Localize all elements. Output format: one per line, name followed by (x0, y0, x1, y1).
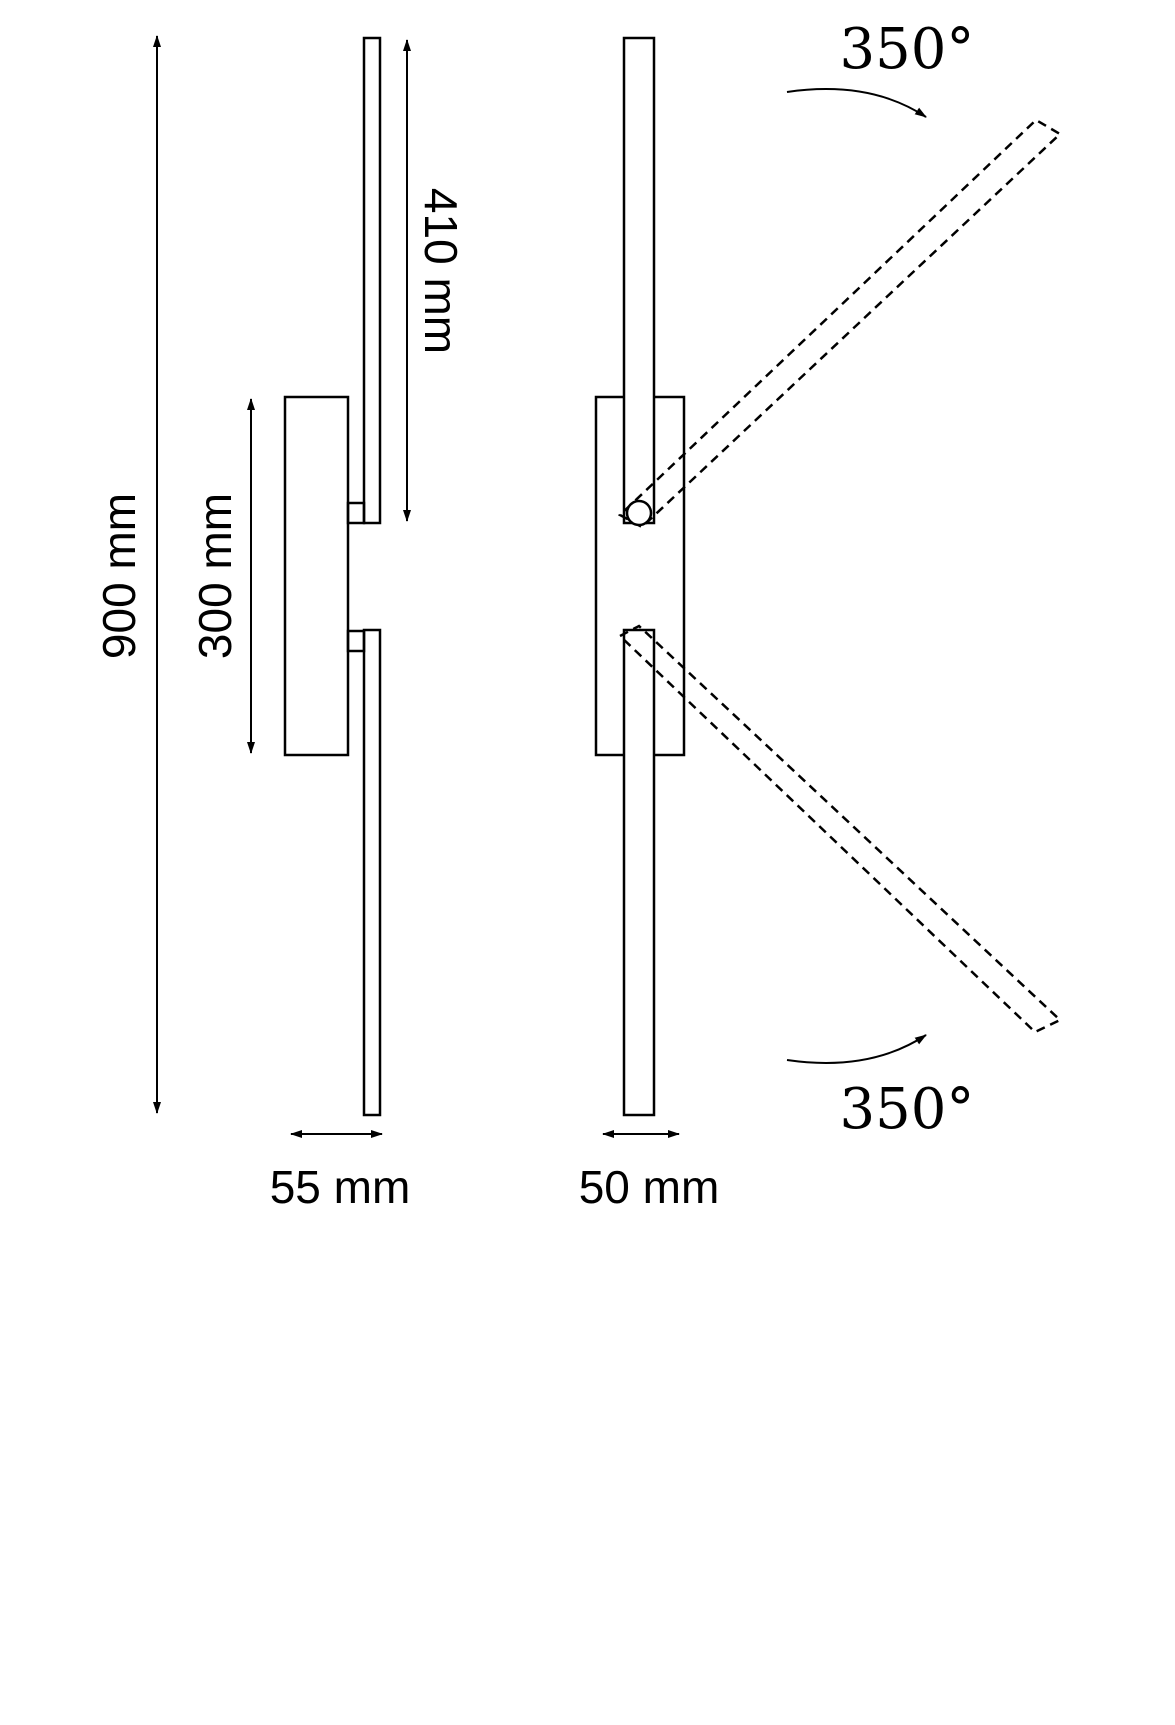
side-depth-label: 55 mm (270, 1161, 411, 1213)
rotation-arrow-bottom (786, 1034, 927, 1064)
side-mount-plate (283, 395, 350, 757)
side-lower-bar (362, 628, 382, 1117)
front-width-label: 50 mm (579, 1161, 720, 1213)
rotated-lower-bar-dashed (617, 624, 1063, 1034)
bar-length-label: 410 mm (415, 188, 467, 354)
rotated-upper-bar-dashed (617, 118, 1063, 529)
side-lower-connector (346, 629, 366, 653)
pivot-joint (625, 499, 653, 527)
total-height-label: 900 mm (93, 493, 145, 659)
side-upper-bar (362, 36, 382, 525)
rotation-label-bottom: 350° (840, 1077, 975, 1142)
mount-height-label: 300 mm (189, 493, 241, 659)
rotation-label-top: 350° (840, 17, 975, 82)
front-lower-bar (622, 628, 656, 1117)
rotation-arrow-top (786, 88, 927, 118)
side-upper-connector (346, 501, 366, 525)
front-upper-bar (622, 36, 656, 525)
